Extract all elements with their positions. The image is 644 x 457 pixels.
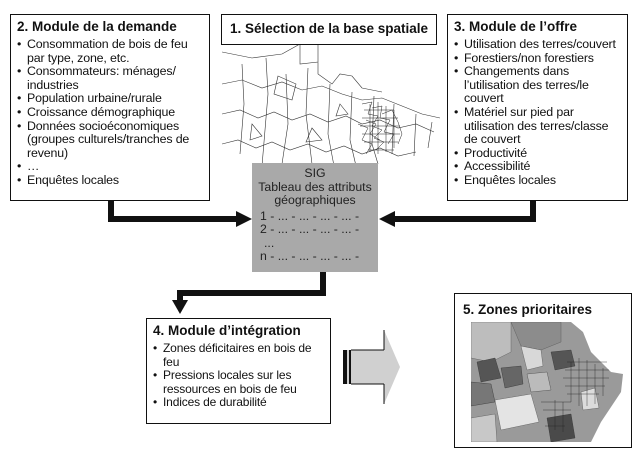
demand-to-gis-connector — [108, 201, 238, 222]
gis-subtitle-1: Tableau des attributs — [258, 179, 372, 194]
spatial-base-map — [222, 44, 441, 167]
list-item: Enquêtes locales — [454, 173, 621, 188]
list-item: Pressions locales sur les ressources en … — [153, 368, 324, 396]
spatial-base-box: 1. Sélection de la base spatiale — [221, 14, 437, 45]
gis-title: SIG — [304, 166, 326, 180]
integration-module-list: Zones déficitaires en bois de feu Pressi… — [153, 341, 324, 410]
list-item: Consommation de bois de feu par type, zo… — [17, 37, 203, 65]
gis-row: n - ... - ... - ... - ... - — [260, 249, 360, 263]
big-arrow-icon — [343, 330, 400, 404]
list-item: Enquêtes locales — [17, 173, 203, 188]
offer-to-gis-connector — [394, 201, 536, 222]
list-item: Indices de durabilité — [153, 395, 324, 410]
demand-module-title: 2. Module de la demande — [17, 19, 177, 34]
gis-to-integration-connector — [177, 272, 326, 300]
gis-row: 1 - ... - ... - ... - ... - — [260, 208, 360, 223]
list-item: Croissance démographique — [17, 105, 203, 120]
offer-module-box: 3. Module de l’offre Utilisation des ter… — [447, 14, 628, 201]
arrowhead-down-icon — [172, 300, 188, 314]
integration-module-title: 4. Module d’intégration — [153, 323, 301, 338]
list-item: Changements dans l’utilisation des terre… — [454, 64, 621, 106]
list-item: Accessibilité — [454, 160, 621, 174]
priority-zones-box: 5. Zones prioritaires — [454, 293, 632, 448]
list-item: Forestiers/non forestiers — [454, 51, 621, 66]
demand-module-box: 2. Module de la demande Consommation de … — [10, 14, 210, 201]
priority-zones-title: 5. Zones prioritaires — [463, 302, 593, 317]
gis-row: 2 - ... - ... - ... - ... - — [260, 222, 360, 236]
gis-row: ... — [264, 235, 275, 250]
offer-module-title: 3. Module de l’offre — [454, 19, 578, 34]
list-item: Productivité — [454, 146, 621, 161]
integration-module-box: 4. Module d’intégration Zones déficitair… — [146, 318, 331, 424]
gis-subtitle-2: géographiques — [274, 193, 356, 207]
gis-attribute-table: SIG Tableau des attributs géographiques … — [252, 163, 378, 272]
list-item: Utilisation des terres/couvert — [454, 37, 621, 52]
list-item: Matériel sur pied par utilisation des te… — [454, 105, 621, 147]
list-item: Zones déficitaires en bois de feu — [153, 341, 324, 369]
arrowhead-right-icon — [236, 211, 252, 227]
arrowhead-left-icon — [379, 211, 395, 227]
demand-module-list: Consommation de bois de feu par type, zo… — [17, 37, 203, 188]
priority-zones-map — [471, 322, 623, 442]
list-item: Population urbaine/rurale — [17, 92, 203, 106]
list-item: Consommateurs: ménages/ industries — [17, 64, 203, 92]
list-item: Données socioéconomiques (groupes cultur… — [17, 119, 203, 161]
list-item: … — [17, 160, 203, 174]
spatial-base-title: 1. Sélection de la base spatiale — [229, 21, 429, 36]
offer-module-list: Utilisation des terres/couvert Forestier… — [454, 37, 621, 188]
